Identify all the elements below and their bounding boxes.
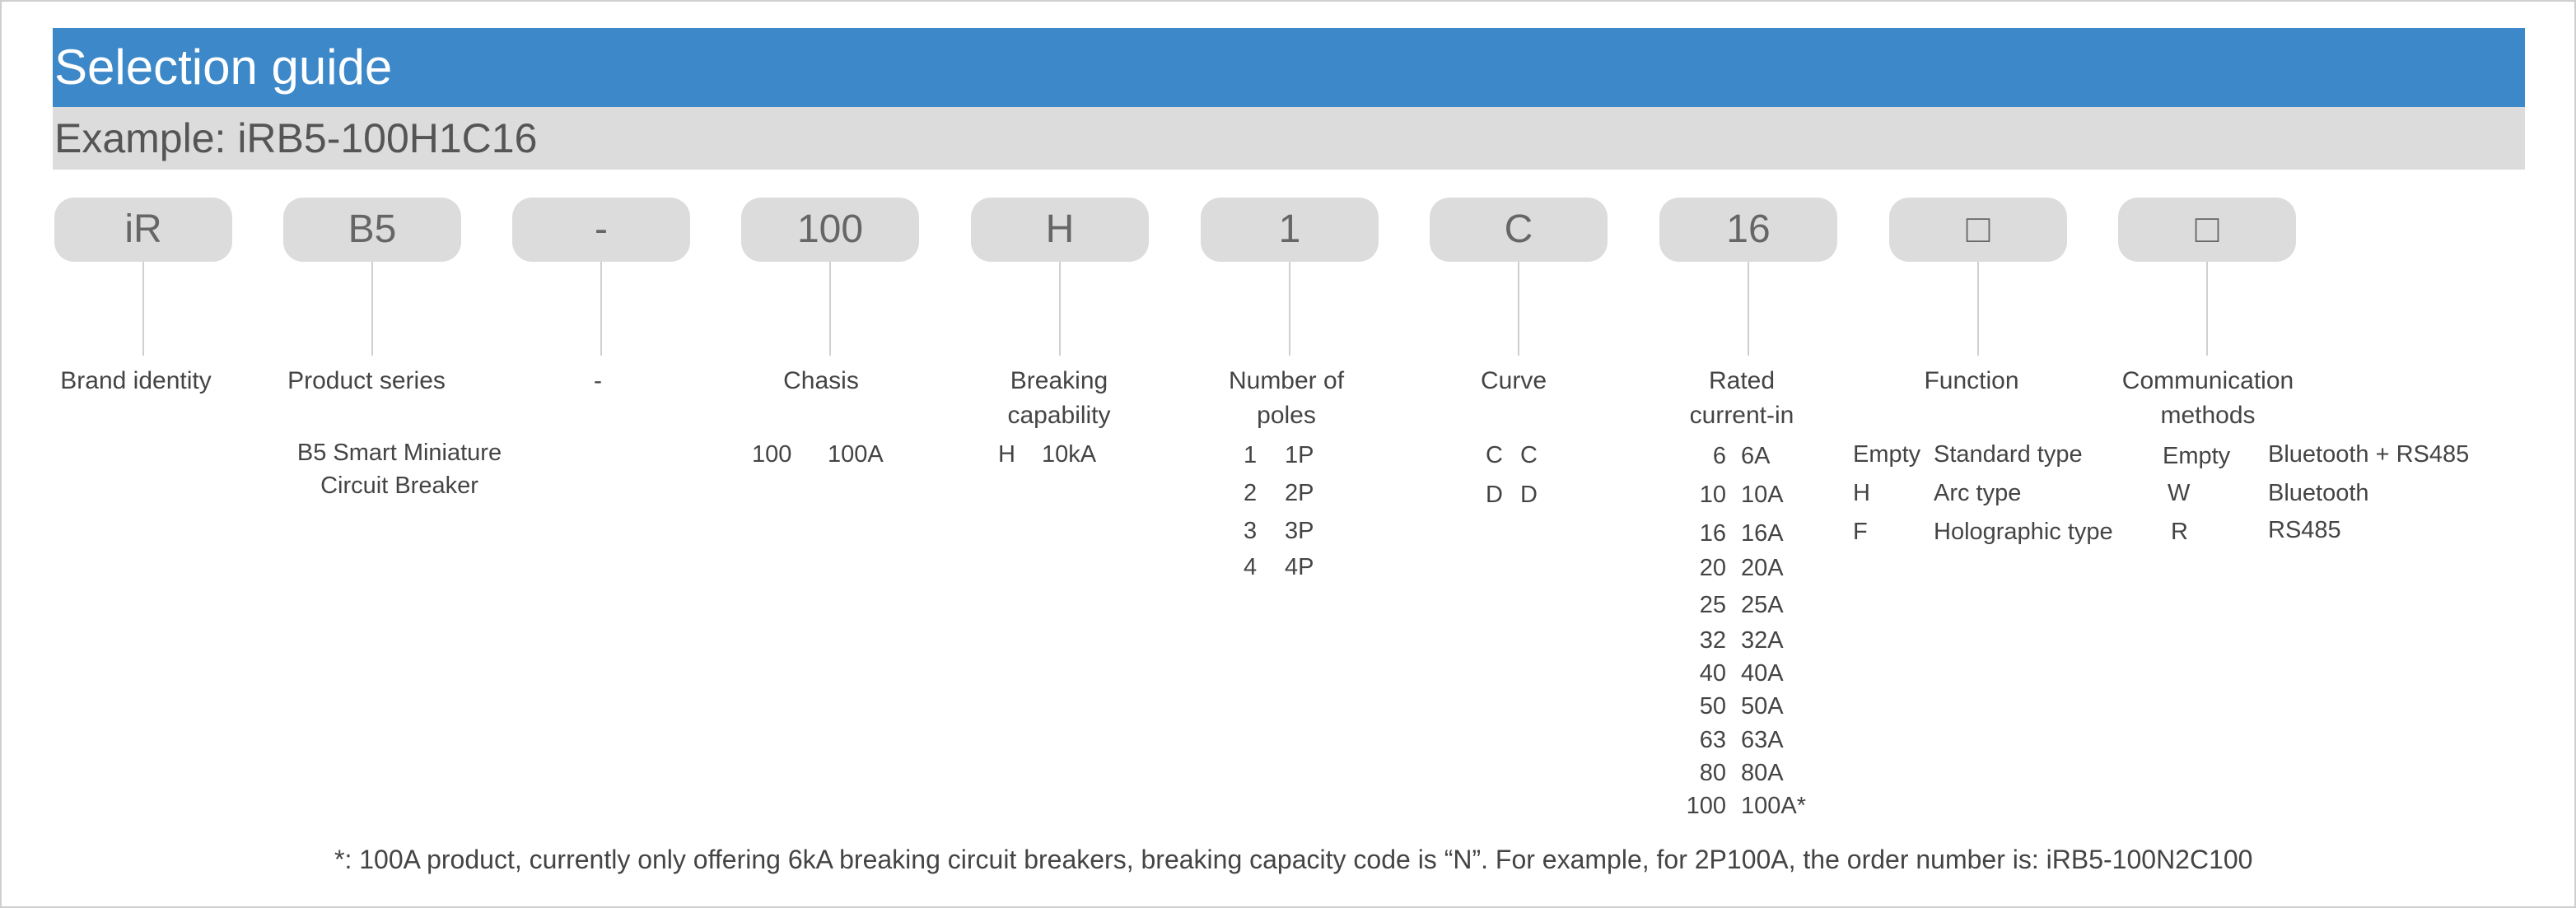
current-code: 80 <box>1699 760 1726 786</box>
code-box-communication: □ <box>2118 198 2296 262</box>
label-line: capability <box>1007 402 1111 429</box>
curve-code: C <box>1486 442 1503 468</box>
current-code: 50 <box>1699 693 1726 719</box>
label-communication-methods: Communication methods <box>2088 364 2327 433</box>
label-line: Rated <box>1708 367 1776 394</box>
label-curve: Curve <box>1480 367 1547 394</box>
series-line: B5 Smart Miniature <box>296 440 502 466</box>
connector-line <box>829 262 831 356</box>
current-code: 20 <box>1699 555 1726 581</box>
comm-code: R <box>2171 519 2188 545</box>
function-code: H <box>1853 480 1870 506</box>
code-box-curve: C <box>1430 198 1608 262</box>
pole-code: 1 <box>1244 442 1258 468</box>
code-box-dash: - <box>512 198 690 262</box>
current-value: 40A <box>1741 660 1784 687</box>
page-title: Selection guide <box>53 28 2525 107</box>
label-line: poles <box>1257 402 1316 429</box>
current-value: 20A <box>1741 555 1784 581</box>
current-value: 50A <box>1741 693 1784 719</box>
breaking-value: 10kA <box>1042 441 1097 468</box>
code-box-function: □ <box>1889 198 2067 262</box>
current-value: 63A <box>1741 727 1784 753</box>
current-code: 40 <box>1699 660 1726 687</box>
current-value: 6A <box>1741 443 1771 469</box>
current-value: 100A* <box>1741 793 1807 819</box>
connector-line <box>1059 262 1061 356</box>
code-box-brand: iR <box>54 198 232 262</box>
label-line: Communication <box>2121 367 2294 394</box>
code-box-rated-current: 16 <box>1659 198 1837 262</box>
comm-code: W <box>2168 480 2191 506</box>
function-value: Arc type <box>1934 480 2022 506</box>
connector-line <box>600 262 602 356</box>
breaking-code: H <box>998 441 1015 468</box>
label-line: Breaking <box>1010 367 1108 394</box>
example-banner: Example: iRB5-100H1C16 <box>53 107 2525 170</box>
pole-value: 4P <box>1285 554 1314 580</box>
label-function: Function <box>1924 367 2019 394</box>
code-box-series: B5 <box>283 198 461 262</box>
function-value: Standard type <box>1934 441 2083 468</box>
pole-value: 3P <box>1285 518 1314 544</box>
code-box-chasis: 100 <box>741 198 919 262</box>
comm-value: Bluetooth + RS485 <box>2268 441 2470 468</box>
label-line: methods <box>2160 402 2256 429</box>
label-dash: - <box>594 367 602 394</box>
chasis-code: 100 <box>752 441 792 468</box>
current-value: 32A <box>1741 627 1784 654</box>
footnote: *: 100A product, currently only offering… <box>334 845 2253 874</box>
connector-line <box>1977 262 1979 356</box>
comm-value: RS485 <box>2268 517 2341 543</box>
curve-code: D <box>1486 482 1503 508</box>
connector-line <box>1289 262 1290 356</box>
label-chasis: Chasis <box>783 367 859 394</box>
label-line: Number of <box>1228 367 1345 394</box>
current-code: 100 <box>1686 793 1726 819</box>
pole-code: 2 <box>1244 480 1258 506</box>
current-code: 63 <box>1699 727 1726 753</box>
current-code: 10 <box>1699 482 1726 508</box>
current-value: 10A <box>1741 482 1784 508</box>
label-line: current-in <box>1689 402 1794 429</box>
current-code: 6 <box>1712 443 1726 469</box>
pole-code: 4 <box>1244 554 1258 580</box>
series-line: Circuit Breaker <box>320 473 478 499</box>
label-breaking-capability: Breaking capability <box>977 364 1141 433</box>
code-box-breaking: H <box>971 198 1149 262</box>
connector-line <box>142 262 144 356</box>
label-number-of-poles: Number of poles <box>1204 364 1369 433</box>
function-code: Empty <box>1853 441 1921 468</box>
label-rated-current: Rated current-in <box>1659 364 1824 433</box>
comm-value: Bluetooth <box>2268 480 2369 506</box>
function-code: F <box>1853 519 1868 545</box>
comm-code: Empty <box>2163 443 2231 469</box>
function-value: Holographic type <box>1934 519 2113 545</box>
pole-value: 1P <box>1285 442 1314 468</box>
connector-line <box>1518 262 1519 356</box>
curve-value: C <box>1520 442 1538 468</box>
label-brand-identity: Brand identity <box>60 367 212 394</box>
pole-value: 2P <box>1285 480 1314 506</box>
current-code: 25 <box>1699 592 1726 618</box>
current-value: 16A <box>1741 520 1784 547</box>
curve-value: D <box>1520 482 1538 508</box>
connector-line <box>2206 262 2208 356</box>
pole-code: 3 <box>1244 518 1258 544</box>
label-product-series: Product series <box>287 367 446 394</box>
current-value: 80A <box>1741 760 1784 786</box>
connector-line <box>1748 262 1749 356</box>
current-code: 32 <box>1699 627 1726 654</box>
connector-line <box>371 262 373 356</box>
current-value: 25A <box>1741 592 1784 618</box>
chasis-value: 100A <box>828 441 884 468</box>
series-description: B5 Smart Miniature Circuit Breaker <box>280 436 519 502</box>
code-box-poles: 1 <box>1201 198 1379 262</box>
current-code: 16 <box>1699 520 1726 547</box>
